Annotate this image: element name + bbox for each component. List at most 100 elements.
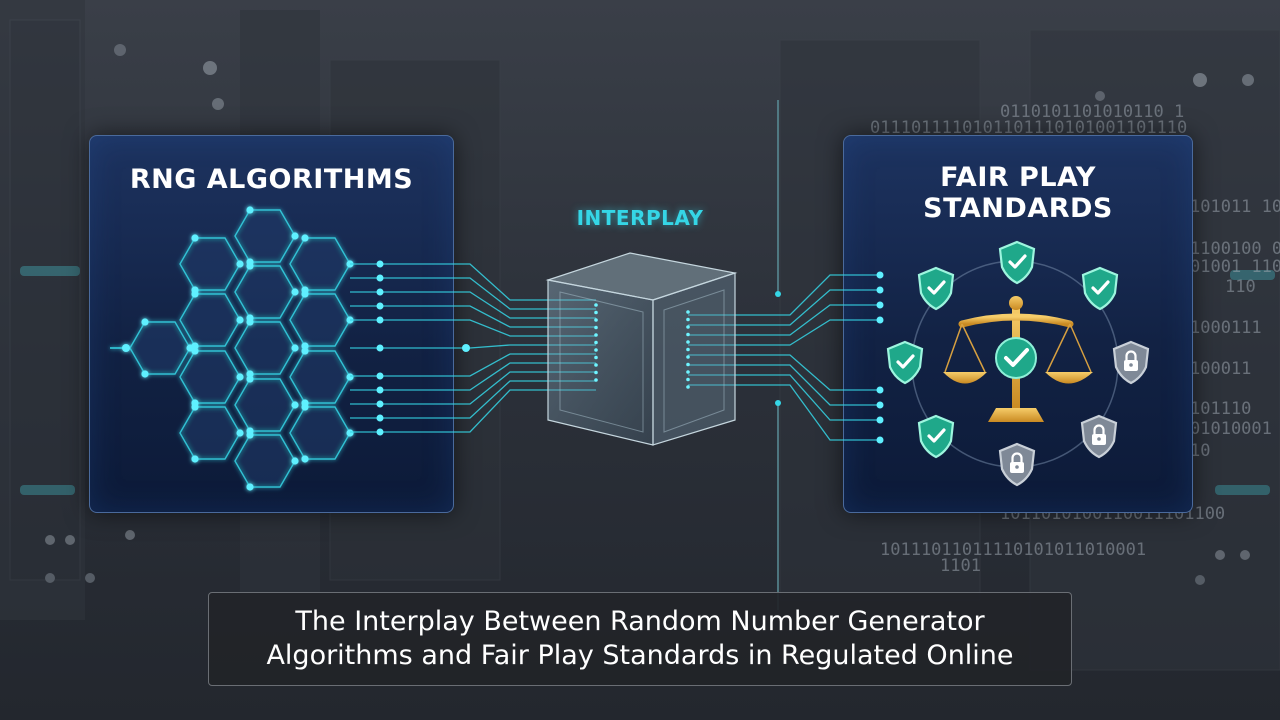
chip-pin xyxy=(594,370,598,375)
binary-stream-text: 0111011110101101110101001101110 xyxy=(870,118,1187,138)
binary-stream-text: 1101 xyxy=(940,556,981,576)
hexagon-cell xyxy=(289,237,351,291)
chip-pin xyxy=(594,378,598,382)
circuit-wire xyxy=(688,384,880,441)
circuit-wire xyxy=(688,364,880,406)
network-node xyxy=(301,286,309,294)
wire-node xyxy=(876,401,884,409)
wire-node xyxy=(462,344,470,352)
network-node xyxy=(301,342,309,350)
wire-node xyxy=(876,436,884,444)
lock-shield-icon xyxy=(1080,414,1118,459)
hexagon-cell xyxy=(129,321,191,375)
network-node xyxy=(301,455,309,463)
binary-stream-text: 01010001 xyxy=(1190,419,1272,439)
network-node xyxy=(246,431,254,439)
fair-play-title-line1: FAIR PLAY xyxy=(940,162,1096,193)
chip-pin xyxy=(686,347,690,352)
rng-panel-title: RNG ALGORITHMS xyxy=(129,164,414,195)
caption-line-1: The Interplay Between Random Number Gene… xyxy=(295,606,985,637)
hexagon-cell xyxy=(179,237,241,291)
binary-stream-text: 01001 110111 xyxy=(1190,257,1280,277)
wire-node xyxy=(876,286,884,294)
binary-stream-text: 0110101101010110 1 xyxy=(1000,102,1184,122)
hexagon-cell xyxy=(289,293,351,347)
network-node xyxy=(346,373,354,381)
hexagon-cell xyxy=(234,265,296,319)
wire-node xyxy=(876,316,884,324)
network-node xyxy=(191,234,199,242)
hexagon-cell xyxy=(289,350,351,404)
network-node xyxy=(246,258,254,266)
chip-pin xyxy=(594,303,598,307)
check-shield-icon xyxy=(917,266,955,311)
network-node xyxy=(291,457,299,465)
wire-node xyxy=(376,428,384,436)
cube-inner-frame xyxy=(663,289,725,433)
hexagon-cell xyxy=(179,293,241,347)
network-node xyxy=(301,234,309,242)
network-node xyxy=(236,260,244,268)
network-node xyxy=(236,316,244,324)
network-node xyxy=(236,429,244,437)
network-node xyxy=(191,403,199,411)
circuit-wire xyxy=(688,319,880,346)
network-node xyxy=(291,288,299,296)
fair-play-emblem xyxy=(886,240,1150,487)
fair-play-panel-title: FAIR PLAY STANDARDS xyxy=(844,162,1192,224)
network-node xyxy=(291,232,299,240)
circuit-wire xyxy=(688,304,880,336)
network-node xyxy=(191,347,199,355)
chip-pin xyxy=(686,355,690,359)
lock-shield-icon xyxy=(1112,340,1150,385)
binary-stream-text: 101110 xyxy=(1190,399,1251,419)
connector-node xyxy=(775,291,781,297)
lock-shield-icon xyxy=(998,442,1036,487)
chip-pin xyxy=(686,310,690,314)
network-node xyxy=(246,483,254,491)
wire-node xyxy=(376,316,384,324)
wire-node xyxy=(876,386,884,394)
wire-node xyxy=(376,344,384,352)
chip-pin xyxy=(686,377,690,382)
wire-node xyxy=(376,400,384,408)
binary-stream-text: 10111011011110101011010001 xyxy=(880,540,1146,560)
chip-pin xyxy=(594,310,598,315)
check-shield-icon xyxy=(998,240,1036,285)
network-node xyxy=(246,206,254,214)
chip-pin xyxy=(594,325,598,330)
network-node xyxy=(191,342,199,350)
chip-pin xyxy=(686,362,690,367)
network-node xyxy=(291,344,299,352)
circuit-wire xyxy=(688,354,880,391)
fair-play-title-line2: STANDARDS xyxy=(923,193,1113,224)
check-shield-icon xyxy=(1081,266,1119,311)
hexagon-cell xyxy=(234,378,296,432)
binary-stream-text: 10 xyxy=(1190,441,1210,461)
shield-ring xyxy=(886,240,1150,487)
chip-pin xyxy=(686,317,690,322)
network-node xyxy=(141,370,149,378)
hexagon-cell xyxy=(289,406,351,460)
network-node xyxy=(246,318,254,326)
chip-pin xyxy=(686,325,690,329)
network-node xyxy=(246,375,254,383)
hexagon-cell xyxy=(234,434,296,488)
wire-node xyxy=(376,372,384,380)
hexagon-cell xyxy=(234,209,296,263)
wire-node xyxy=(376,288,384,296)
interplay-cube xyxy=(545,252,738,446)
chip-pin xyxy=(686,370,690,374)
chip-pin xyxy=(686,332,690,337)
chip-pin xyxy=(594,363,598,367)
network-node xyxy=(301,347,309,355)
network-node xyxy=(141,318,149,326)
check-shield-icon xyxy=(886,340,924,385)
interplay-label: INTERPLAY xyxy=(576,206,704,230)
circuit-wire xyxy=(688,374,880,421)
network-node xyxy=(191,286,199,294)
wire-node xyxy=(376,302,384,310)
network-node xyxy=(346,429,354,437)
chip-pin xyxy=(594,348,598,352)
